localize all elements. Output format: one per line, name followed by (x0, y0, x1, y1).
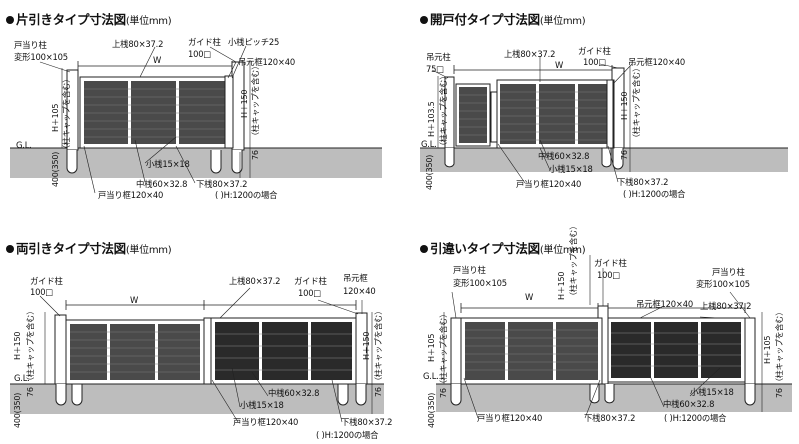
label-hanging-frame: 吊元框120×40 (238, 57, 295, 67)
label-small-rail: 小桟15×18 (549, 164, 593, 174)
label-upper-rail: 上桟80×37.2 (504, 49, 556, 59)
label-lower-rail: 下桟80×37.2 (584, 413, 636, 423)
leaders (39, 45, 247, 194)
label-76-right: 76 (775, 388, 784, 398)
label-stopper-frame: 戸当り框120×40 (233, 417, 299, 427)
label-guide-post-left-size: 100□ (30, 287, 54, 297)
label-upper-rail: 上桟80×37.2 (700, 301, 752, 311)
label-stopper-post: 戸当り柱 (14, 40, 47, 50)
label-stopper-frame: 戸当り框120×40 (516, 179, 582, 189)
label-small-rail: 小桟15×18 (240, 400, 284, 410)
bullet-icon (6, 16, 14, 24)
label-guide-post-left: ガイド柱 (30, 276, 63, 286)
label-gl: G.L. (421, 139, 437, 149)
label-guide-post: ガイド柱 (594, 258, 627, 268)
label-upper-rail: 上桟80×37.2 (112, 39, 164, 49)
label-stopper-post-right-size: 変形100×105 (696, 279, 750, 289)
panel-title: 両引きタイプ寸法図(単位mm) (6, 238, 172, 257)
label-width: W (525, 292, 534, 302)
label-note: ( )H:1200の場合 (215, 190, 278, 200)
label-stopper-frame: 戸当り框120×40 (98, 190, 164, 200)
gate-slats (84, 88, 228, 138)
label-lower-rail: 下桟80×37.2 (341, 417, 393, 427)
label-middle-rail: 中桟60×32.8 (268, 388, 320, 398)
label-gl: G.L. (14, 373, 30, 383)
label-middle-rail: 中桟60×32.8 (538, 151, 590, 161)
label-width: W (130, 295, 139, 305)
stopper-post-left (450, 317, 462, 385)
label-hanging-post: 吊元柱 (426, 52, 451, 62)
label-cap-center: （柱キャップを含む） (569, 222, 578, 300)
panel-title: 片引きタイプ寸法図(単位mm) (6, 9, 172, 28)
label-guide-post-size: 100□ (583, 57, 607, 67)
label-h150-center: H＋150 (557, 271, 566, 300)
label-small-rail: 小桟15×18 (690, 387, 734, 397)
label-stopper-post-right: 戸当り柱 (712, 267, 745, 277)
stopper-post-right (744, 317, 756, 385)
label-stopper-post-size: 変形100×105 (14, 52, 68, 62)
label-hanging-frame: 吊元框120×40 (636, 299, 693, 309)
label-stopper-post-left-size: 変形100×105 (453, 278, 507, 288)
label-400: 400(350) (427, 392, 436, 428)
label-cap-right: （柱キャップを含む） (775, 308, 784, 386)
label-upper-rail: 上桟80×37.2 (229, 276, 281, 286)
label-guide-post-right: ガイド柱 (294, 276, 327, 286)
label-guide-post: ガイド柱 (188, 37, 221, 47)
gate-infill-3 (179, 81, 228, 144)
label-cap-left: （柱キャップを含む） (439, 310, 448, 388)
label-small-pitch: 小桟ピッチ25 (228, 37, 280, 47)
post-footing-left (66, 150, 78, 174)
label-lower-rail: 下桟80×37.2 (617, 177, 669, 187)
gate-infill-2 (131, 81, 176, 144)
label-note: ( )H:1200の場合 (623, 189, 686, 199)
label-stopper-frame: 戸当り框120×40 (477, 413, 543, 423)
label-hanging-frame-size: 120×40 (343, 286, 376, 296)
bullet-icon (6, 245, 14, 253)
label-note: ( )H:1200の場合 (316, 430, 379, 440)
label-hanging-frame: 吊元框 (343, 273, 368, 283)
label-small-rail: 小桟15×18 (146, 159, 190, 169)
panel-title: 引違いタイプ寸法図(単位mm) (420, 238, 586, 257)
label-guide-post: ガイド柱 (578, 46, 611, 56)
bullet-icon (420, 245, 428, 253)
gate-infill-1 (84, 81, 128, 144)
label-gl: G.L. (423, 371, 439, 381)
label-width: W (153, 55, 162, 65)
label-76-left: 76 (439, 388, 448, 398)
label-width: W (555, 60, 564, 70)
label-stopper-post-left: 戸当り柱 (453, 265, 486, 275)
label-lower-rail: 下桟80×37.2 (196, 179, 248, 189)
post-footing-right (210, 150, 243, 174)
label-middle-rail: 中桟60×32.8 (663, 399, 715, 409)
label-guide-post-size: 100□ (597, 270, 621, 280)
label-h105-left: H＋105 (427, 333, 436, 362)
label-hanging-frame: 吊元框120×40 (628, 57, 685, 67)
label-note: ( )H:1200の場合 (664, 413, 727, 423)
label-guide-post-size: 100□ (188, 49, 212, 59)
panel-title: 開戸付タイプ寸法図(単位mm) (420, 9, 586, 28)
label-middle-rail: 中桟60×32.8 (136, 179, 188, 189)
label-hanging-post-size: 75□ (426, 64, 444, 74)
label-h105-right: H＋105 (763, 335, 772, 364)
label-guide-post-right-size: 100□ (298, 288, 322, 298)
bullet-icon (420, 16, 428, 24)
label-gl: G.L. (16, 140, 32, 150)
